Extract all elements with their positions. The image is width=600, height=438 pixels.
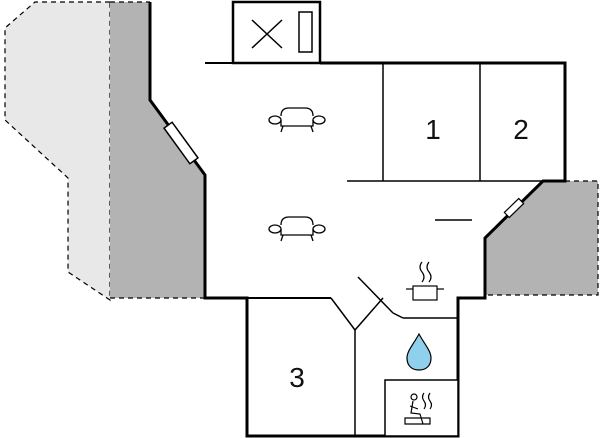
exterior-walls	[148, 2, 567, 438]
terrace-right-area	[485, 181, 598, 295]
cooking-pot-icon	[406, 261, 444, 301]
room-label-2: 2	[513, 114, 529, 145]
bedroom-walls	[347, 63, 543, 182]
terrace-light-area	[4, 1, 111, 302]
window-icon	[503, 197, 525, 219]
room-label-3: 3	[289, 362, 305, 393]
window-icon	[162, 121, 200, 165]
water-drop-icon	[406, 332, 432, 371]
inner-walls-lower	[330, 276, 458, 436]
window-icon	[298, 11, 313, 53]
sofa-icon	[268, 107, 326, 133]
sauna-room	[384, 379, 459, 437]
sofa-icon	[268, 216, 326, 242]
terrace-right-dashed-edge	[485, 180, 599, 296]
terrace-left-area	[110, 2, 205, 298]
void-x-icon	[251, 19, 283, 49]
terrace-left-dashed-edge	[110, 1, 205, 299]
sauna-icon	[404, 392, 433, 425]
house-interior	[150, 2, 565, 436]
room-label-1: 1	[425, 114, 441, 145]
